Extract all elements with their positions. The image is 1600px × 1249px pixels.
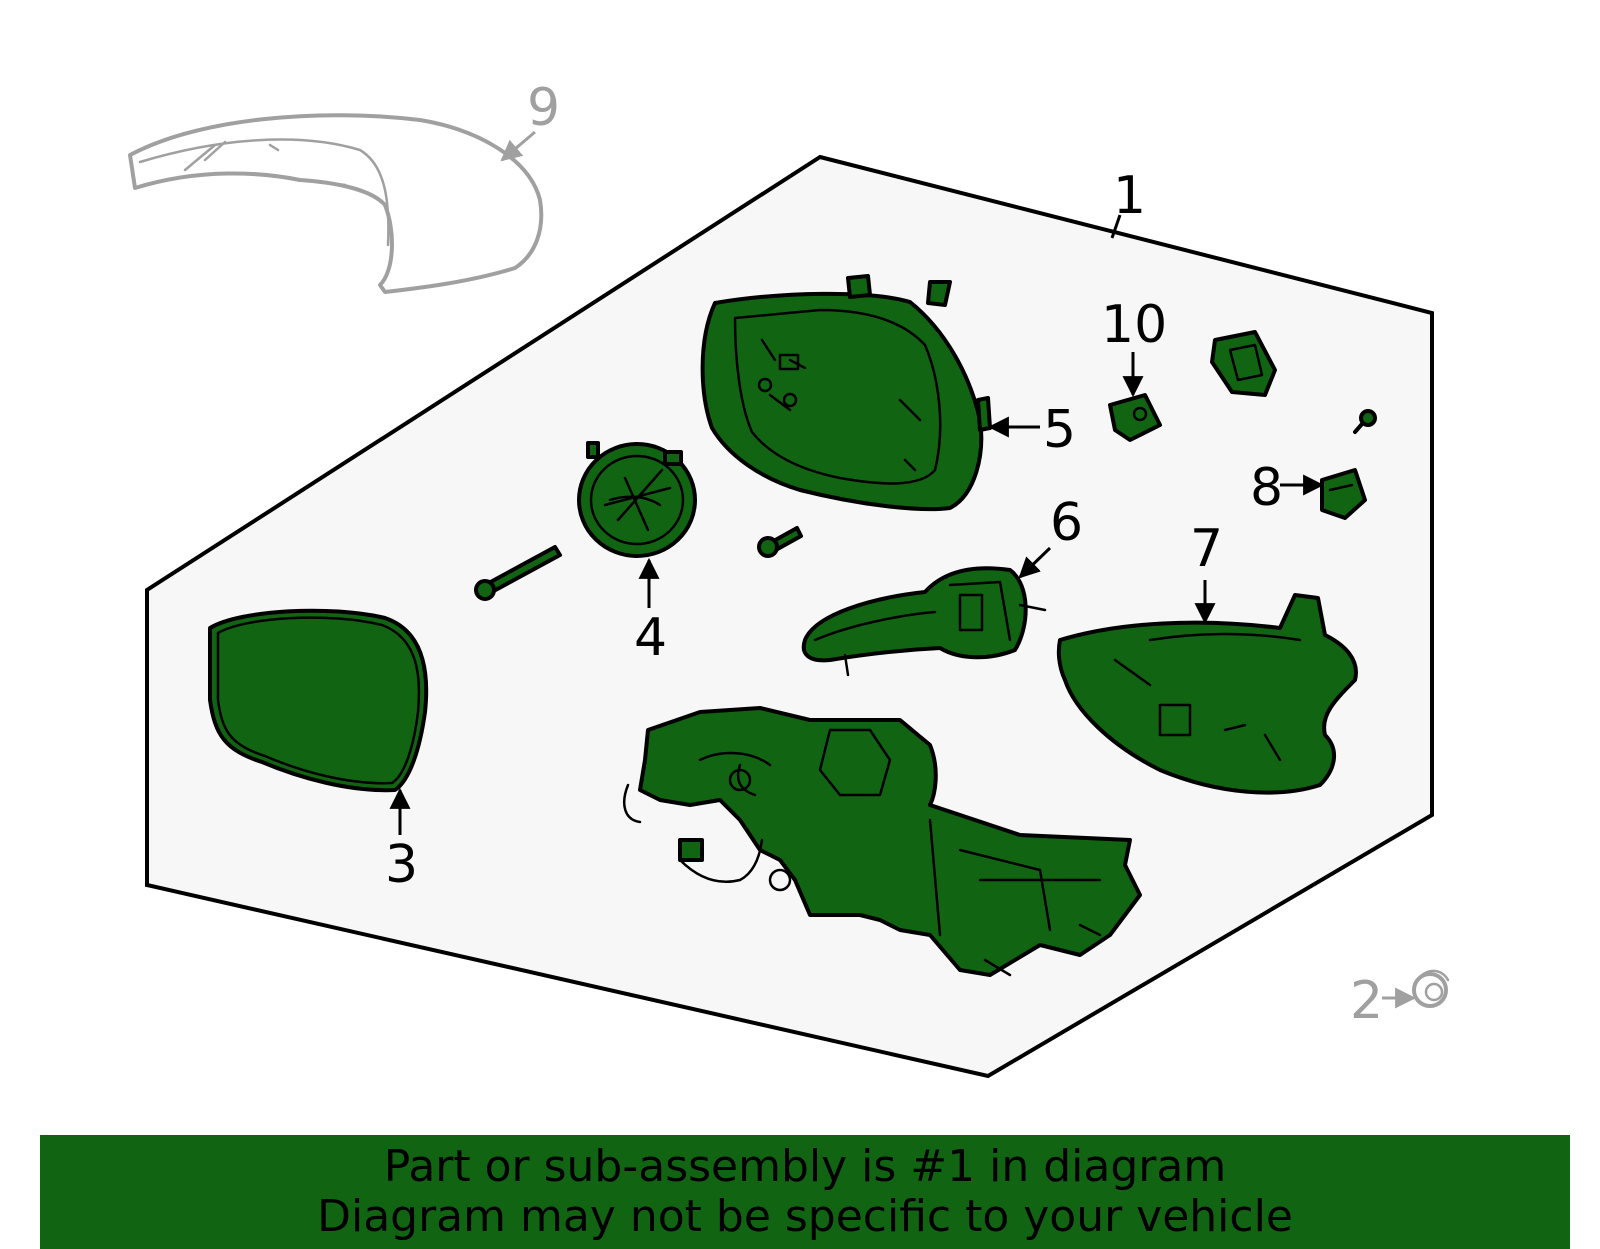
- callout-2[interactable]: 2: [1350, 971, 1383, 1031]
- banner-line-1: Part or sub-assembly is #1 in diagram: [383, 1141, 1227, 1192]
- long-bolt[interactable]: [474, 545, 562, 601]
- callout-3[interactable]: 3: [385, 835, 418, 895]
- retaining-nut[interactable]: [1412, 969, 1450, 1008]
- mirror-glass[interactable]: [208, 608, 429, 793]
- lower-housing-cover[interactable]: [1056, 593, 1358, 795]
- small-screw[interactable]: [1353, 409, 1377, 434]
- mirror-actuator[interactable]: [577, 441, 697, 558]
- banner-background: [40, 1135, 1570, 1249]
- callout-8[interactable]: 8: [1250, 458, 1283, 518]
- mirror-base-bracket[interactable]: [623, 706, 1142, 977]
- banner-line-2: Diagram may not be specific to your vehi…: [317, 1191, 1293, 1242]
- disclaimer-banner: Part or sub-assembly is #1 in diagram Di…: [40, 1135, 1570, 1249]
- turn-signal-lamp[interactable]: [801, 566, 1047, 677]
- leader-1: [1110, 214, 1122, 239]
- callout-5[interactable]: 5: [1043, 400, 1076, 460]
- lamp-socket[interactable]: [1320, 468, 1367, 520]
- callout-10[interactable]: 10: [1101, 295, 1167, 355]
- leader-9: [500, 130, 536, 162]
- callout-6[interactable]: 6: [1050, 493, 1083, 553]
- callout-4[interactable]: 4: [634, 608, 667, 668]
- mirror-cap-cover[interactable]: [128, 113, 544, 294]
- wiring-connector[interactable]: [1210, 330, 1277, 397]
- callout-7[interactable]: 7: [1190, 519, 1223, 579]
- mirror-housing-frame[interactable]: [700, 274, 992, 512]
- leader-6: [1018, 546, 1052, 579]
- callout-1[interactable]: 1: [1113, 166, 1146, 226]
- callout-9[interactable]: 9: [527, 78, 560, 138]
- short-bolt[interactable]: [757, 526, 803, 558]
